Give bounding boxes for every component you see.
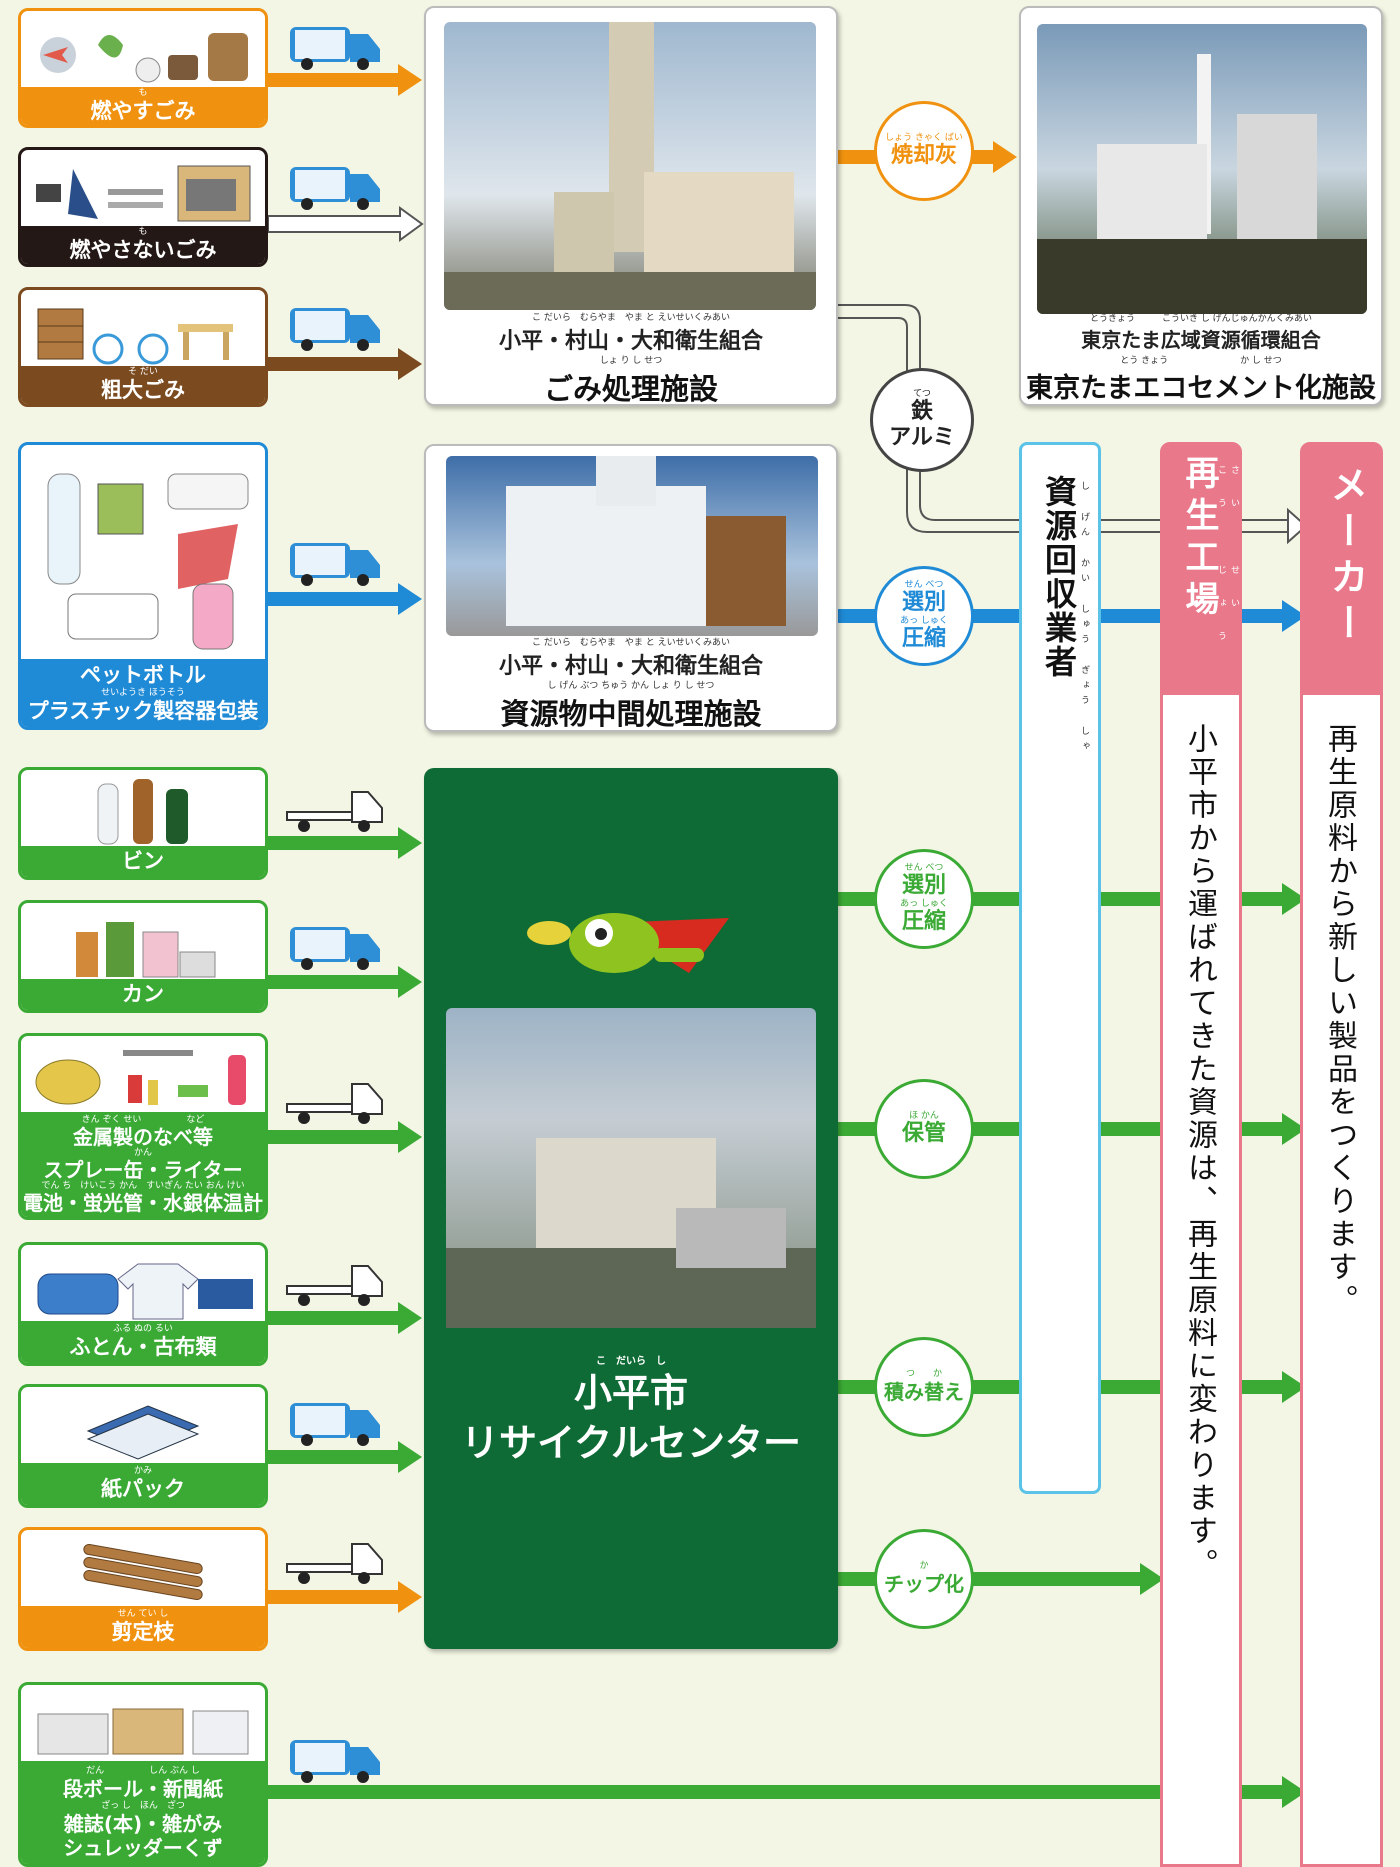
process-shokyaku: しょう きゃく ばい焼却灰 — [874, 101, 974, 201]
arrow-moyasanai — [267, 206, 424, 242]
facility-shigen-org: 小平・村山・大和衛生組合 — [498, 654, 763, 679]
facility-gomi-org: 小平・村山・大和衛生組合 — [498, 329, 763, 354]
column-gyosha: 資源回収業者 し げん かい しゅう ぎょう しゃ — [1019, 442, 1101, 1494]
facility-tama: とうきょう こういき し げんじゅんかんくみあい東京たま広域資源循環組合 とう … — [1019, 6, 1383, 406]
category-card-sentei: せん てい し剪定枝 — [18, 1527, 268, 1651]
garbage-truck-icon — [290, 927, 380, 970]
category-label-sodai: そ だい粗大ごみ — [21, 366, 265, 404]
column-kojo: 再生工場 さい せい こう じょう 小平市から運ばれてきた資源は、再生原料に変わ… — [1160, 442, 1242, 1867]
flatbed-truck-icon — [286, 1083, 383, 1124]
arrow-pet — [268, 583, 422, 615]
facility-tama-name: 東京たまエコセメント化施設 — [1026, 373, 1376, 404]
illustration-futon-clothes — [21, 1245, 265, 1327]
process-senbetsu-green: せん べつ選別 あっ しゅく圧縮 — [874, 849, 974, 949]
category-card-futon: ふる ぬの るいふとん・古布類 — [18, 1242, 268, 1366]
illustration-pet-plastic — [21, 445, 265, 663]
garbage-truck-icon — [290, 1740, 380, 1783]
recycle-center-photo — [446, 1008, 816, 1328]
category-card-moyasu: も燃やすごみ — [18, 8, 268, 128]
illustration-cans — [21, 903, 265, 985]
category-card-kami: かみ紙パック — [18, 1384, 268, 1508]
arrows-into-center — [268, 827, 422, 1473]
garbage-truck-icon — [290, 543, 380, 586]
garbage-truck-icon — [290, 308, 380, 351]
category-label-moyasu: も燃やすごみ — [21, 87, 265, 125]
illustration-bottles — [21, 770, 265, 852]
category-card-kinzoku: きん ぞく せい など金属製のなべ等 かんスプレー缶・ライター でん ち けいこ… — [18, 1033, 268, 1220]
process-tetsu: てつ鉄アルミ — [870, 368, 974, 472]
process-tsumikae: つ か積み替え — [874, 1337, 974, 1437]
facility-gomi: こ だいら むらやま やま と えいせいくみあい小平・村山・大和衛生組合 しょ … — [424, 6, 838, 406]
process-hokan: ほ かん保管 — [874, 1079, 974, 1179]
category-card-danboru: だん しん ぶん し段ボール・新聞紙 ざっ し ほん ざつ雑誌(本)・雑がみ シ… — [18, 1682, 268, 1867]
illustration-metal-items — [21, 1036, 265, 1118]
arrow-danboru — [268, 1776, 1306, 1808]
illustration-paper-packs — [21, 1387, 265, 1469]
illustration-nonburnable — [21, 150, 265, 232]
process-chip: かチップ化 — [874, 1529, 974, 1629]
garbage-truck-icon — [290, 1403, 380, 1446]
column-maker-header: メーカー — [1303, 445, 1380, 695]
flatbed-truck-icon — [286, 1265, 383, 1306]
column-gyosha-label: 資源回収業者 — [1040, 475, 1078, 679]
process-senbetsu-blue: せん べつ選別 あっ しゅく圧縮 — [874, 566, 974, 666]
category-label-kan: カン — [21, 979, 265, 1010]
garbage-truck-icon — [290, 27, 380, 70]
flatbed-truck-icon — [286, 1543, 383, 1584]
category-label-danboru: だん しん ぶん し段ボール・新聞紙 ざっ し ほん ざつ雑誌(本)・雑がみ シ… — [21, 1761, 265, 1864]
column-kojo-header: 再生工場 さい せい こう じょう — [1163, 445, 1239, 695]
facility-shigen-photo — [446, 456, 818, 636]
recycle-center-title: こ だいら し 小平市 リサイクルセンター — [460, 1356, 802, 1465]
garbage-truck-icon — [290, 167, 380, 210]
category-card-moyasanai: も燃やさないごみ — [18, 147, 268, 267]
arrow-sentei — [268, 1581, 422, 1613]
facility-gomi-name: ごみ処理施設 — [543, 372, 718, 406]
illustration-branches — [21, 1530, 265, 1612]
illustration-burnable — [21, 11, 265, 93]
facility-tama-org: 東京たま広域資源循環組合 — [1081, 328, 1321, 352]
mascot-illustration — [527, 913, 729, 973]
illustration-oversized — [21, 290, 265, 372]
facility-shigen-name: 資源物中間処理施設 — [500, 697, 762, 731]
column-maker-body: 再生原料から新しい製品をつくります。 — [1322, 723, 1357, 1317]
category-card-kan: カン — [18, 900, 268, 1013]
category-label-sentei: せん てい し剪定枝 — [21, 1606, 265, 1648]
category-card-pet: ペットボトル せいようき ほうそう プラスチック製容器包装 — [18, 442, 268, 730]
column-kojo-body: 小平市から運ばれてきた資源は、再生原料に変わります。 — [1182, 723, 1217, 1581]
arrow-moyasu — [268, 64, 422, 96]
facility-tama-photo — [1037, 24, 1367, 314]
flatbed-truck-icon — [286, 791, 383, 832]
category-label-bin: ビン — [21, 846, 265, 877]
category-label-pet: ペットボトル せいようき ほうそう プラスチック製容器包装 — [21, 659, 265, 727]
category-label-kami: かみ紙パック — [21, 1463, 265, 1505]
illustration-cardboard-newspaper — [21, 1685, 265, 1767]
category-label-kinzoku: きん ぞく せい など金属製のなべ等 かんスプレー缶・ライター でん ち けいこ… — [21, 1112, 265, 1217]
arrow-sodai — [268, 348, 422, 380]
recycle-center-panel: こ だいら し 小平市 リサイクルセンター — [424, 768, 838, 1649]
category-label-moyasanai: も燃やさないごみ — [21, 226, 265, 264]
facility-gomi-photo — [444, 22, 816, 310]
category-card-bin: ビン — [18, 767, 268, 880]
column-maker: メーカー 再生原料から新しい製品をつくります。 — [1300, 442, 1383, 1867]
category-card-sodai: そ だい粗大ごみ — [18, 287, 268, 407]
category-label-futon: ふる ぬの るいふとん・古布類 — [21, 1321, 265, 1363]
facility-shigen: こ だいら むらやま やま と えいせいくみあい小平・村山・大和衛生組合 し げ… — [424, 444, 838, 732]
